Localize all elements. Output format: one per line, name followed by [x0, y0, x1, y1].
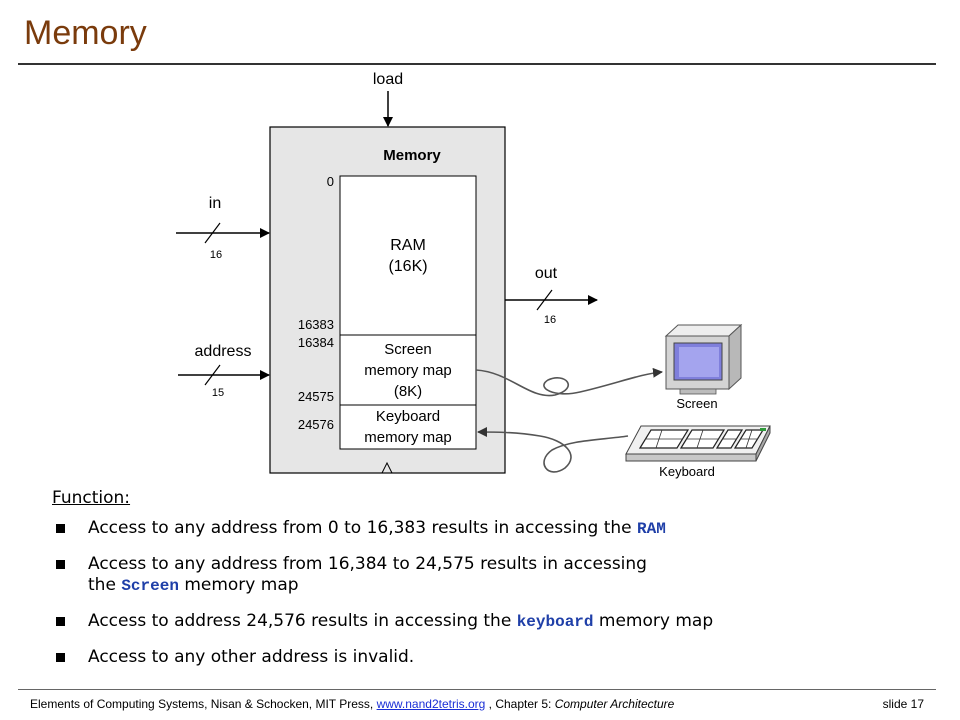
bullet-screen-text: Access to any address from 16,384 to 24,…: [88, 554, 647, 574]
out-bus-slash: [536, 289, 553, 311]
screen-device-label: Screen: [676, 396, 717, 411]
addr-24575: 24575: [298, 389, 334, 404]
bullet-screen-text-3: memory map: [178, 575, 299, 595]
screen-map-label-2: memory map: [364, 362, 452, 379]
addr-0: 0: [327, 174, 334, 189]
memory-box-title: Memory: [383, 147, 441, 164]
slide-title: Memory: [24, 14, 147, 52]
bullet-ram-text: Access to any address from 0 to 16,383 r…: [88, 518, 637, 538]
load-label: load: [373, 71, 403, 88]
bullet-keyboard: Access to address 24,576 results in acce…: [52, 611, 932, 633]
bullet-keyboard-text: Access to address 24,576 results in acce…: [88, 611, 517, 631]
address-width: 15: [212, 387, 224, 399]
bullet-ram: Access to any address from 0 to 16,383 r…: [52, 518, 932, 540]
addr-24576: 24576: [298, 417, 334, 432]
keyboard-map-label: Keyboard: [376, 408, 440, 425]
screen-cable: [475, 367, 663, 397]
slide-number: slide 17: [882, 697, 924, 711]
keyboard-cable: [477, 427, 629, 473]
function-heading: Function:: [52, 488, 131, 508]
ram-size: (16K): [388, 258, 427, 275]
footer-link[interactable]: www.nand2tetris.org: [376, 697, 486, 711]
title-divider: [18, 63, 936, 65]
bullet-square-icon: [56, 653, 65, 662]
function-list: Access to any address from 0 to 16,383 r…: [52, 518, 932, 682]
keyboard-device-label: Keyboard: [659, 464, 715, 479]
out-label: out: [535, 265, 558, 282]
screen-map-size: (8K): [394, 383, 422, 400]
address-bus-slash: [204, 364, 221, 386]
bullet-keyboard-text-2: memory map: [593, 611, 714, 631]
address-label: address: [195, 343, 252, 360]
ram-segment: [339, 175, 477, 336]
ram-label: RAM: [390, 237, 426, 254]
out-width: 16: [544, 314, 556, 326]
in-width: 16: [210, 249, 222, 261]
clock-triangle: [381, 461, 393, 474]
ram-code: RAM: [637, 520, 666, 538]
screen-map-label: Screen: [384, 341, 432, 358]
footer: Elements of Computing Systems, Nisan & S…: [30, 697, 674, 711]
bullet-square-icon: [56, 617, 65, 626]
bullet-square-icon: [56, 560, 65, 569]
keyboard-code: keyboard: [516, 613, 594, 631]
footer-divider: [18, 689, 936, 690]
footer-credit: Elements of Computing Systems, Nisan & S…: [30, 697, 377, 711]
bullet-invalid-text: Access to any other address is invalid.: [88, 647, 415, 667]
in-bus-slash: [204, 222, 221, 244]
in-label: in: [209, 195, 221, 212]
bullet-invalid: Access to any other address is invalid.: [52, 647, 932, 668]
addr-16384: 16384: [298, 335, 334, 350]
bullet-square-icon: [56, 524, 65, 533]
footer-chapter-prefix: , Chapter 5:: [485, 697, 555, 711]
keyboard-map-label-2: memory map: [364, 429, 452, 446]
bullet-screen: Access to any address from 16,384 to 24,…: [52, 554, 932, 597]
bullet-screen-text-2: the: [88, 575, 122, 595]
keyboard-segment: [339, 404, 477, 450]
footer-chapter: Computer Architecture: [554, 697, 675, 711]
monitor-icon: [664, 323, 743, 395]
keyboard-icon: [625, 425, 771, 462]
addr-16383: 16383: [298, 317, 334, 332]
memory-diagram: Memory RAM (16K) Screen memory map (8K) …: [176, 71, 771, 479]
screen-code: Screen: [121, 577, 179, 595]
